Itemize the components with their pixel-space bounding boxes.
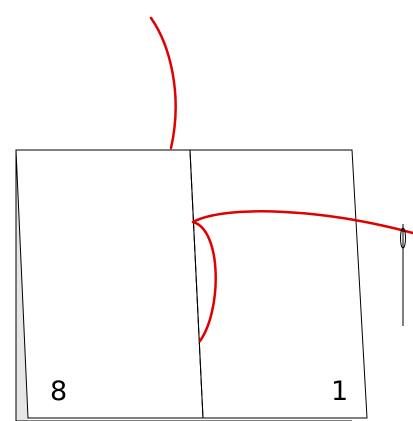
spine-fold-line — [189, 149, 204, 419]
needle-icon — [400, 224, 406, 326]
thread-loop — [191, 220, 217, 343]
page-number-left: 8 — [50, 376, 67, 407]
thread-to-needle — [191, 210, 413, 235]
thread-top — [149, 16, 177, 150]
left-page — [15, 149, 204, 419]
page-number-right: 1 — [331, 376, 348, 407]
